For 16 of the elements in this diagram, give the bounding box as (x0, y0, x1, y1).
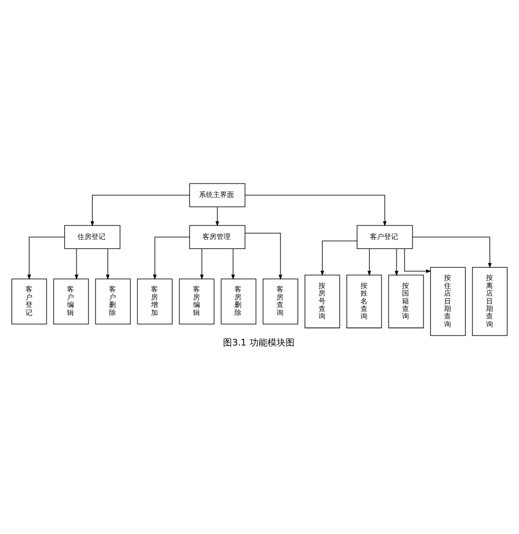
arrow (368, 248, 372, 276)
arrow (153, 236, 190, 280)
arrow (27, 236, 65, 280)
arrow (74, 248, 78, 280)
arrow (320, 240, 358, 276)
arrow (244, 232, 282, 280)
arrow (412, 236, 492, 268)
arrow (394, 248, 398, 276)
arrow (216, 206, 220, 226)
arrow (404, 248, 432, 273)
caption: 图3.1 功能模块图 (223, 338, 294, 348)
arrow (231, 248, 235, 280)
arrow (106, 248, 110, 280)
arrow (244, 194, 387, 226)
arrow (90, 194, 190, 226)
arrow (200, 248, 204, 280)
